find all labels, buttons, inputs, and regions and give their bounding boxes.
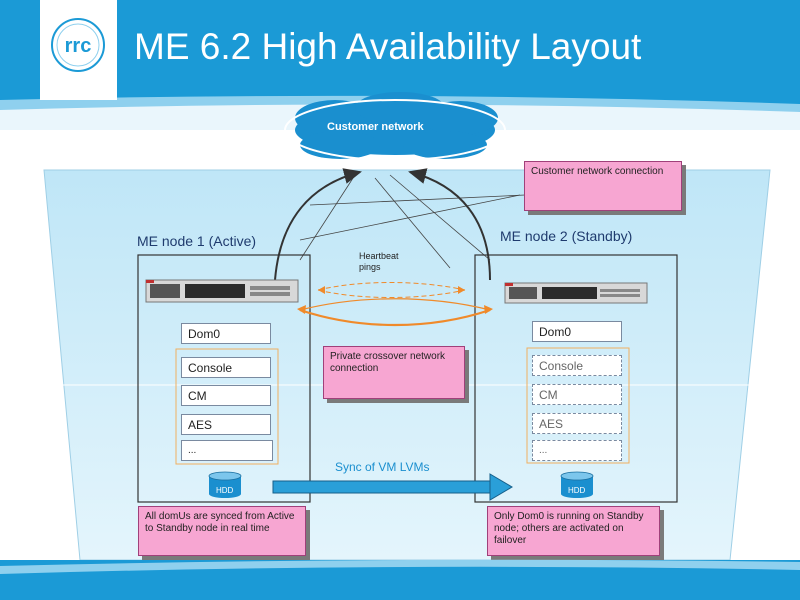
heartbeat-arrow-return — [317, 282, 466, 291]
node2-vm-more: ... — [532, 440, 622, 461]
node1-server-icon — [145, 279, 299, 303]
link-line — [309, 194, 526, 206]
node2-uplink-arrow — [408, 168, 491, 281]
node1-vm-cm: CM — [181, 385, 271, 406]
node2-hdd-icon — [560, 471, 594, 498]
link-line — [299, 174, 356, 261]
node2-vm-aes: AES — [532, 413, 622, 434]
node1-frame — [137, 254, 311, 503]
note-customer-connection: Customer network connection — [524, 161, 682, 211]
node1-dom0-box: Dom0 — [181, 323, 271, 344]
heartbeat-arrow — [317, 289, 466, 298]
rrc-logo-icon: rrc — [51, 18, 105, 72]
sync-arrow — [272, 473, 513, 501]
link-line — [389, 174, 491, 261]
node1-vm-group — [175, 348, 279, 465]
node2-dom0-box: Dom0 — [532, 321, 622, 342]
node2-hdd-label: HDD — [568, 486, 586, 495]
cloud-label: Customer network — [327, 121, 424, 133]
heartbeat-label: Heartbeat pings — [359, 251, 399, 272]
node1-vm-console: Console — [181, 357, 271, 378]
node1-vm-aes: AES — [181, 414, 271, 435]
heartbeat-arrowhead — [458, 286, 465, 294]
customer-network-cloud — [284, 92, 506, 161]
note-domus-synced: All domUs are synced from Active to Stan… — [138, 506, 306, 556]
crossover-arrowhead — [297, 305, 306, 314]
link-line — [299, 194, 521, 241]
node1-uplink-arrow — [274, 168, 362, 281]
note-private-crossover: Private crossover network connection — [323, 346, 465, 399]
node2-vm-console: Console — [532, 355, 622, 376]
node2-server-icon — [504, 282, 648, 304]
crossover-arrowhead — [484, 305, 493, 314]
crossover-arrow — [299, 308, 491, 327]
node1-hdd-label: HDD — [216, 486, 234, 495]
logo: rrc — [40, 0, 117, 100]
node2-frame — [474, 254, 678, 503]
header-band — [0, 0, 800, 108]
node1-hdd-icon — [208, 471, 242, 498]
node2-title: ME node 2 (Standby) — [500, 228, 633, 244]
node1-title: ME node 1 (Active) — [137, 233, 257, 249]
page-title: ME 6.2 High Availability Layout — [134, 26, 642, 67]
heartbeat-arrowhead — [318, 286, 325, 294]
node1-vm-more: ... — [181, 440, 273, 461]
node2-vm-group — [526, 347, 630, 464]
crossover-arrow-top — [299, 298, 491, 311]
sync-label: Sync of VM LVMs — [335, 460, 430, 474]
logo-text: rrc — [65, 35, 92, 57]
node2-vm-cm: CM — [532, 384, 622, 405]
note-dom0-running: Only Dom0 is running on Standby node; ot… — [487, 506, 660, 556]
link-line — [374, 177, 451, 269]
